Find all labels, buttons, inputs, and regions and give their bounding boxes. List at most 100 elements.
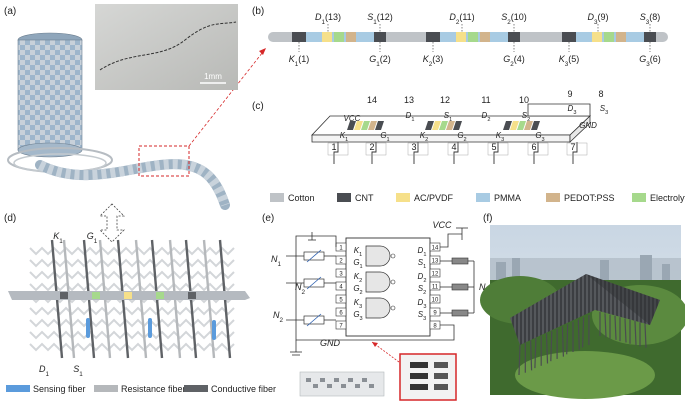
fiber-legend-swatch [6,385,30,392]
circuit-gnd-label: GND [320,338,341,348]
chip-top-row-label: S3 [600,104,608,116]
fixed-resistor [451,283,469,291]
scarf-photo [480,225,685,399]
knit-course [29,306,235,316]
chip-pin-number-bottom: 2 [369,142,374,152]
panel-label-f: (f) [483,213,492,224]
legend-label: PMMA [494,193,521,203]
chip-strip [347,121,356,130]
pcb-component [355,384,360,388]
fiber-bottom-label: G3(6) [639,54,661,68]
pcb-chip [410,362,428,368]
fiber-top-label: D1(13) [315,12,341,26]
scarf-fringe [577,319,580,350]
chip-bottom-row-label: K2 [420,131,428,143]
ic-pin-number-right: 13 [432,259,439,265]
fiber-top-label: D2(11) [449,12,474,26]
gate-input-label: G2 [353,284,362,296]
chip-top-row-label: S1 [444,111,452,123]
ic-pin-left [335,255,347,265]
pcb-component [341,384,346,388]
chip-top-row-label: S2 [522,111,530,123]
chip-bottom-row-label: G1 [380,131,389,143]
pedot-segment [616,32,626,42]
chip-pin-number-top: 9 [567,89,572,99]
chip-pin [533,142,539,164]
pcb-component [369,384,374,388]
scale-bar-label: 1mm [204,72,222,81]
fixed-resistor [451,309,469,317]
ic-pin-right [429,281,441,291]
chip-strip [510,121,519,130]
chip-strip [446,121,455,130]
gate-output-label: S3 [418,310,426,322]
resistor-arrow [306,276,322,290]
chip-pin-frame [447,142,469,156]
legend-label: PEDOT:PSS [564,193,615,203]
legend-swatch [632,193,646,202]
legend-label: Electrolyte [650,193,685,203]
scarf-fringe [582,317,585,348]
cnt-segment [644,32,656,42]
ic-pin-number-left: 3 [339,272,343,278]
fiber-strand [35,159,230,210]
pcb-component [327,384,332,388]
fiber-spool [7,32,113,173]
scarf-fringe [604,313,607,338]
electrolyte-segment [604,32,614,42]
chip-pin [572,142,578,164]
knit-course [29,270,235,280]
ic-pin-number-right: 10 [432,298,439,304]
electrolyte-segment [334,32,344,42]
zoom-arrowhead [259,48,266,55]
pcb-link-arrow [371,341,400,363]
scarf-fringe [545,333,549,364]
chip-pin-number-top: 8 [598,89,603,99]
pcb-component [334,378,339,382]
chip-strip [531,121,540,130]
chip-strip [361,121,370,130]
ic-pin-number-left: 1 [339,246,343,252]
chip-vcc-label: VCC [344,114,361,123]
chip-strip [432,121,441,130]
pcb-chip [410,384,428,390]
pcb-link-arrowhead [372,342,378,347]
cnt-segment [374,32,386,42]
fabric-d1-label: D1 [39,364,50,378]
ic-pin-left [335,281,347,291]
pmma-segment [576,32,654,42]
knit-course [29,318,235,328]
knit-course [29,330,235,340]
ic-pin-right [429,255,441,265]
fiber-top-label: S2(10) [501,12,527,26]
chip-strip [453,121,462,130]
fiber-diagram [268,32,668,42]
circuit-input-label: N2 [295,282,306,296]
scarf-fringe [534,338,537,369]
pedot-segment [346,32,356,42]
scarf-fringe [624,318,627,343]
ic-pin-left [335,307,347,317]
ic-pin-number-right: 12 [432,272,439,278]
electrolyte-segment [468,32,478,42]
fixed-resistor [451,257,469,265]
chip-pin-number-bottom: 7 [570,142,575,152]
gate-output-label: D2 [418,272,427,284]
chip-pin-number-top: 11 [481,95,490,105]
chip-pin-number-top: 13 [404,95,414,105]
chip-pin [493,142,499,164]
chip-strip [368,121,377,130]
legend-swatch [337,193,351,202]
chip-top-row-label: D2 [482,111,491,123]
logic-gate [365,245,391,267]
ic-pin-left [335,268,347,278]
cnt-segment [292,32,306,42]
scarf-fringe [530,340,533,371]
ic-pin-right [429,268,441,278]
ic-pin-number-left: 5 [339,298,343,304]
circuit-schematic [286,227,475,356]
logic-gate [365,271,391,293]
legend-swatch [396,193,410,202]
